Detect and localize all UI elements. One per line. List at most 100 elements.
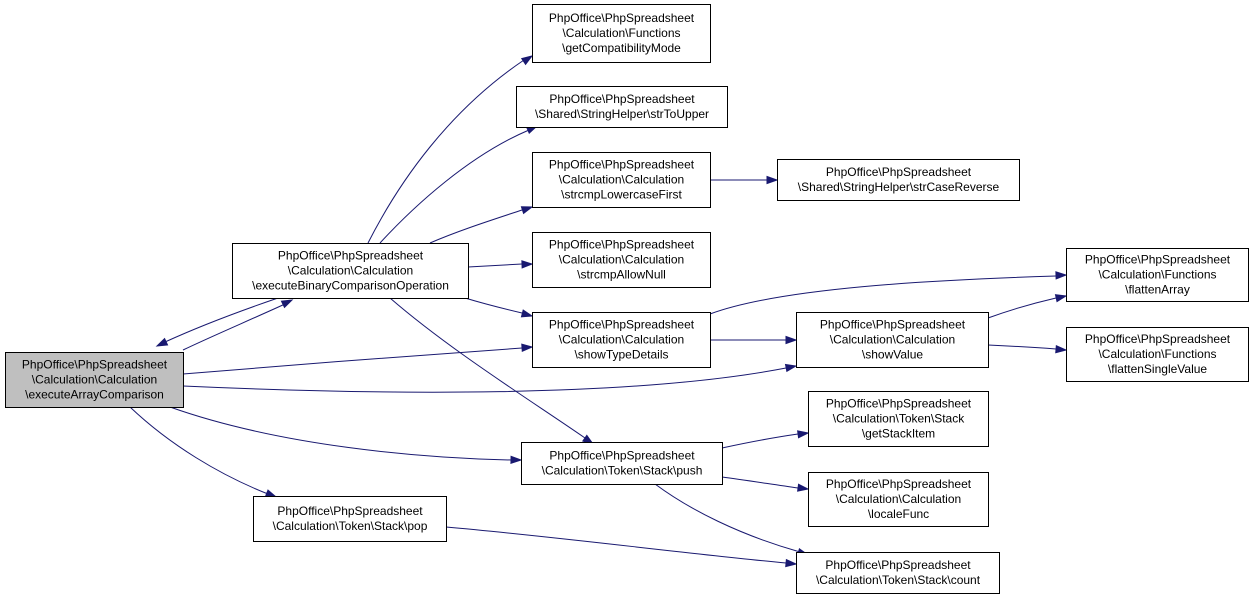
node-box[interactable] xyxy=(532,4,711,63)
node-label-line: \showTypeDetails xyxy=(574,348,668,362)
edge-executeBinaryComparisonOperation-to-strToUpper xyxy=(379,125,539,244)
node-label-line: PhpOffice\PhpSpreadsheet xyxy=(549,318,695,332)
node-pop[interactable]: PhpOffice\PhpSpreadsheet\Calculation\Tok… xyxy=(253,496,447,542)
edge-line xyxy=(164,297,279,343)
edge-executeBinaryComparisonOperation-to-getCompatibilityMode xyxy=(367,55,534,244)
node-box[interactable] xyxy=(532,232,711,288)
node-label-line: \executeArrayComparison xyxy=(25,388,164,402)
node-label-line: \getStackItem xyxy=(862,427,935,441)
node-box[interactable] xyxy=(1066,248,1249,302)
node-label-line: \Calculation\Token\Stack xyxy=(833,412,965,426)
nodes-layer: PhpOffice\PhpSpreadsheet\Calculation\Cal… xyxy=(5,4,1249,594)
edge-line xyxy=(721,476,799,489)
node-box[interactable] xyxy=(5,352,184,408)
node-box[interactable] xyxy=(1066,327,1249,382)
node-label-line: PhpOffice\PhpSpreadsheet xyxy=(549,449,695,463)
edge-arrowhead xyxy=(785,558,798,568)
node-label-line: PhpOffice\PhpSpreadsheet xyxy=(549,238,695,252)
edge-line xyxy=(367,59,525,244)
node-strcmpLowercaseFirst[interactable]: PhpOffice\PhpSpreadsheet\Calculation\Cal… xyxy=(532,152,711,208)
node-getStackItem[interactable]: PhpOffice\PhpSpreadsheet\Calculation\Tok… xyxy=(808,391,989,447)
edge-line xyxy=(129,406,269,495)
edge-executeBinaryComparisonOperation-to-strcmpAllowNull xyxy=(467,260,534,269)
edge-arrowhead xyxy=(521,343,534,352)
node-strToUpper[interactable]: PhpOffice\PhpSpreadsheet\Shared\StringHe… xyxy=(516,86,728,128)
node-box[interactable] xyxy=(777,159,1020,201)
node-box[interactable] xyxy=(532,312,711,368)
node-localeFunc[interactable]: PhpOffice\PhpSpreadsheet\Calculation\Cal… xyxy=(808,472,989,527)
node-getCompatibilityMode[interactable]: PhpOffice\PhpSpreadsheet\Calculation\Fun… xyxy=(532,4,711,63)
edge-push-to-count xyxy=(654,483,810,557)
node-box[interactable] xyxy=(532,152,711,208)
edge-line xyxy=(389,297,586,439)
node-box[interactable] xyxy=(796,312,989,368)
edge-line xyxy=(169,406,512,461)
edge-executeArrayComparison-to-pop xyxy=(129,406,278,498)
edge-line xyxy=(467,263,523,268)
edge-line xyxy=(182,367,787,393)
node-executeArrayComparison[interactable]: PhpOffice\PhpSpreadsheet\Calculation\Cal… xyxy=(5,352,184,408)
node-label-line: PhpOffice\PhpSpreadsheet xyxy=(278,249,424,263)
edge-line xyxy=(445,526,787,564)
node-label-line: PhpOffice\PhpSpreadsheet xyxy=(820,318,966,332)
node-label-line: \Calculation\Calculation xyxy=(288,264,413,278)
edge-arrowhead xyxy=(521,260,534,269)
node-label-line: \Calculation\Calculation xyxy=(559,253,684,267)
edge-arrowhead xyxy=(784,363,798,373)
node-box[interactable] xyxy=(796,552,1000,594)
node-box[interactable] xyxy=(516,86,728,128)
edge-showValue-to-flattenArray xyxy=(987,294,1068,319)
node-executeBinaryComparisonOperation[interactable]: PhpOffice\PhpSpreadsheet\Calculation\Cal… xyxy=(232,243,469,299)
node-box[interactable] xyxy=(808,472,989,527)
node-showValue[interactable]: PhpOffice\PhpSpreadsheet\Calculation\Cal… xyxy=(796,312,989,368)
edge-pop-to-count xyxy=(445,526,798,568)
edge-line xyxy=(987,344,1057,350)
node-label-line: \Calculation\Token\Stack\push xyxy=(542,464,703,478)
node-showTypeDetails[interactable]: PhpOffice\PhpSpreadsheet\Calculation\Cal… xyxy=(532,312,711,368)
node-label-line: \Shared\StringHelper\strToUpper xyxy=(535,107,709,121)
node-label-line: \Calculation\Functions xyxy=(1098,347,1216,361)
edge-executeArrayComparison-to-showValue xyxy=(182,363,798,393)
node-box[interactable] xyxy=(232,243,469,299)
edge-arrowhead xyxy=(155,337,169,347)
node-label-line: \strcmpAllowNull xyxy=(577,268,666,282)
node-label-line: PhpOffice\PhpSpreadsheet xyxy=(22,358,168,372)
node-flattenArray[interactable]: PhpOffice\PhpSpreadsheet\Calculation\Fun… xyxy=(1066,248,1249,302)
edge-showTypeDetails-to-showValue xyxy=(710,335,798,345)
node-label-line: \Calculation\Token\Stack\count xyxy=(816,573,981,587)
node-strCaseReverse[interactable]: PhpOffice\PhpSpreadsheet\Shared\StringHe… xyxy=(777,159,1020,201)
edge-arrowhead xyxy=(797,483,810,492)
edge-executeBinaryComparisonOperation-to-showTypeDetails xyxy=(464,297,534,318)
node-label-line: \Calculation\Calculation xyxy=(830,333,955,347)
edge-arrowhead xyxy=(520,206,534,215)
node-box[interactable] xyxy=(521,442,723,485)
node-push[interactable]: PhpOffice\PhpSpreadsheet\Calculation\Tok… xyxy=(521,442,723,485)
node-label-line: PhpOffice\PhpSpreadsheet xyxy=(826,165,972,179)
node-box[interactable] xyxy=(253,496,447,542)
node-label-line: PhpOffice\PhpSpreadsheet xyxy=(549,92,695,106)
edge-showValue-to-flattenSingleValue xyxy=(987,344,1068,354)
edge-line xyxy=(709,275,1057,315)
node-label-line: PhpOffice\PhpSpreadsheet xyxy=(277,504,423,518)
edge-arrowhead xyxy=(280,299,294,309)
node-label-line: \getCompatibilityMode xyxy=(562,41,681,55)
node-label-line: PhpOffice\PhpSpreadsheet xyxy=(825,558,971,572)
edge-line xyxy=(182,347,523,375)
node-strcmpAllowNull[interactable]: PhpOffice\PhpSpreadsheet\Calculation\Cal… xyxy=(532,232,711,288)
node-label-line: \executeBinaryComparisonOperation xyxy=(252,279,449,293)
node-flattenSingleValue[interactable]: PhpOffice\PhpSpreadsheet\Calculation\Fun… xyxy=(1066,327,1249,382)
edge-arrowhead xyxy=(264,489,278,498)
edge-arrowhead xyxy=(785,335,798,345)
node-count[interactable]: PhpOffice\PhpSpreadsheet\Calculation\Tok… xyxy=(796,552,1000,594)
node-label-line: \Calculation\Functions xyxy=(1098,268,1216,282)
edge-line xyxy=(721,433,799,449)
edge-line xyxy=(379,129,530,244)
node-label-line: \flattenArray xyxy=(1125,283,1190,297)
edge-executeArrayComparison-to-showTypeDetails xyxy=(182,343,534,375)
node-label-line: \showValue xyxy=(862,348,923,362)
edge-arrowhead xyxy=(797,430,810,439)
edge-push-to-getStackItem xyxy=(721,430,810,449)
node-box[interactable] xyxy=(808,391,989,447)
node-label-line: \localeFunc xyxy=(868,507,929,521)
node-label-line: \Calculation\Functions xyxy=(562,26,680,40)
